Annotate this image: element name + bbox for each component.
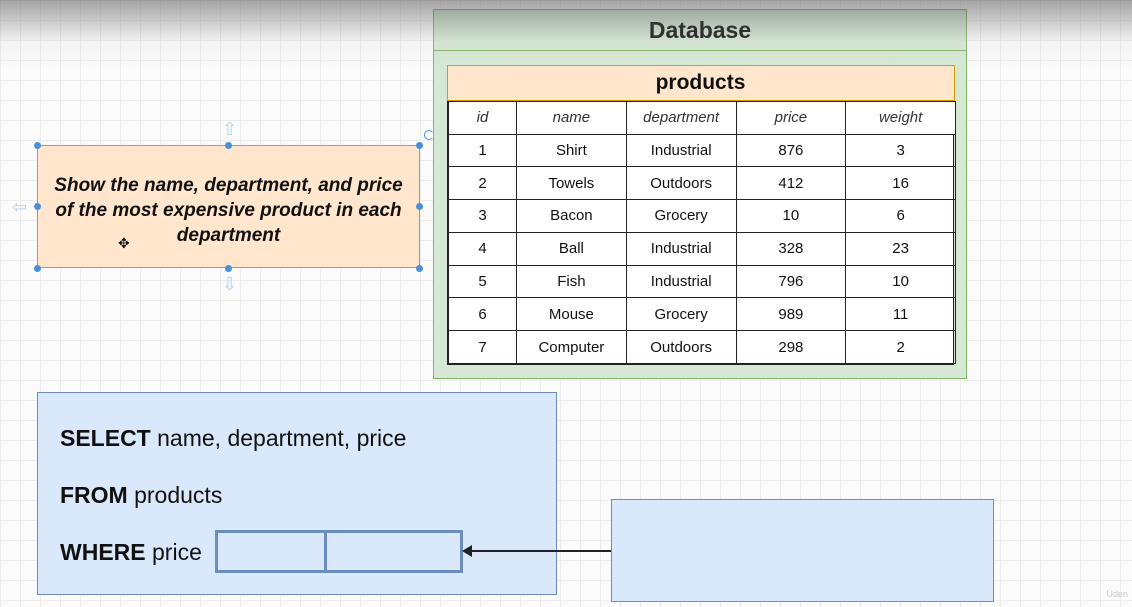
table-cell: 7 xyxy=(448,330,517,365)
resize-handle-bottom-left[interactable] xyxy=(34,265,41,272)
table-row: 1 Shirt Industrial 876 3 xyxy=(448,133,956,168)
table-cell: 6 xyxy=(448,297,517,332)
value-placeholder-slot[interactable] xyxy=(324,530,463,573)
table-cell: 876 xyxy=(735,133,847,168)
table-title: products xyxy=(446,64,955,101)
column-header: weight xyxy=(845,100,956,135)
move-cursor-icon: ✥ xyxy=(118,235,130,251)
table-row: 7 Computer Outdoors 298 2 xyxy=(448,330,956,365)
table-cell: 412 xyxy=(735,166,847,201)
column-header: price xyxy=(735,100,847,135)
question-line-3: department xyxy=(176,225,281,246)
table-cell: Computer xyxy=(516,330,627,365)
table-cell: 796 xyxy=(735,264,847,299)
rotate-icon[interactable] xyxy=(424,130,434,140)
resize-handle-left[interactable] xyxy=(34,203,41,210)
table-row: 2 Towels Outdoors 412 16 xyxy=(448,166,956,201)
table-cell: Mouse xyxy=(516,297,627,332)
table-cell: 10 xyxy=(845,264,956,299)
sql-keyword: FROM xyxy=(60,482,128,508)
table-cell: 2 xyxy=(845,330,956,365)
table-cell: 989 xyxy=(735,297,847,332)
sql-keyword: WHERE xyxy=(60,539,146,565)
table-cell: 2 xyxy=(448,166,517,201)
connect-arrow-down-icon[interactable]: ⇩ xyxy=(222,274,238,294)
table-cell: Bacon xyxy=(516,199,627,233)
resize-handle-top-left[interactable] xyxy=(34,142,41,149)
table-cell: Shirt xyxy=(516,133,627,168)
table-cell: Ball xyxy=(516,231,627,266)
table-cell: Grocery xyxy=(625,297,737,332)
resize-handle-right[interactable] xyxy=(416,203,423,210)
table-row: 6 Mouse Grocery 989 11 xyxy=(448,297,956,332)
resize-handle-bottom[interactable] xyxy=(225,265,232,272)
table-cell: Industrial xyxy=(625,133,737,168)
table-cell: 23 xyxy=(845,231,956,266)
table-header-row: id name department price weight xyxy=(448,100,956,135)
operator-placeholder-slot[interactable] xyxy=(215,530,327,573)
sql-where-line: WHERE price xyxy=(60,539,202,566)
column-header: id xyxy=(448,100,517,135)
resize-handle-top-right[interactable] xyxy=(416,142,423,149)
table-cell: 1 xyxy=(448,133,517,168)
table-cell: Outdoors xyxy=(625,166,737,201)
connector-line xyxy=(470,550,611,552)
arrowhead-icon xyxy=(462,545,472,557)
table-cell: 4 xyxy=(448,231,517,266)
connect-arrow-up-icon[interactable]: ⇧ xyxy=(222,119,238,139)
table-cell: 298 xyxy=(735,330,847,365)
table-cell: Industrial xyxy=(625,264,737,299)
resize-handle-top[interactable] xyxy=(225,142,232,149)
column-header: name xyxy=(516,100,627,135)
table-cell: 3 xyxy=(845,133,956,168)
table-cell: Fish xyxy=(516,264,627,299)
table-cell: 11 xyxy=(845,297,956,332)
question-line-1: Show the name, department, and price xyxy=(54,175,403,196)
table-cell: Grocery xyxy=(625,199,737,233)
table-cell: 6 xyxy=(845,199,956,233)
subquery-placeholder-box[interactable] xyxy=(611,499,994,602)
sql-from-line: FROM products xyxy=(60,482,222,509)
resize-handle-bottom-right[interactable] xyxy=(416,265,423,272)
question-text: Show the name, department, and price of … xyxy=(38,173,419,248)
database-panel[interactable]: Database products id name department pri… xyxy=(433,9,967,379)
table-cell: 5 xyxy=(448,264,517,299)
table-cell: Outdoors xyxy=(625,330,737,365)
table-row: 5 Fish Industrial 796 10 xyxy=(448,264,956,299)
sql-select-line: SELECT name, department, price xyxy=(60,425,406,452)
table-cell: 16 xyxy=(845,166,956,201)
sql-text: price xyxy=(145,539,202,565)
sql-keyword: SELECT xyxy=(60,425,151,451)
question-shape[interactable]: Show the name, department, and price of … xyxy=(37,145,420,268)
table-cell: 3 xyxy=(448,199,517,233)
connect-arrow-left-icon[interactable]: ⇦ xyxy=(12,197,28,217)
database-title: Database xyxy=(434,10,966,51)
table-cell: Towels xyxy=(516,166,627,201)
table-row: 3 Bacon Grocery 10 6 xyxy=(448,199,956,233)
sql-query-box[interactable]: SELECT name, department, price FROM prod… xyxy=(37,392,557,595)
table-cell: Industrial xyxy=(625,231,737,266)
sql-text: products xyxy=(127,482,223,508)
table-cell: 10 xyxy=(735,199,847,233)
table-row: 4 Ball Industrial 328 23 xyxy=(448,231,956,266)
products-table[interactable]: products id name department price weight… xyxy=(446,64,956,366)
column-header: department xyxy=(625,100,737,135)
watermark: Uden xyxy=(1106,589,1128,599)
table-cell: 328 xyxy=(735,231,847,266)
question-line-2: of the most expensive product in each xyxy=(55,200,402,221)
sql-text: name, department, price xyxy=(150,425,407,451)
